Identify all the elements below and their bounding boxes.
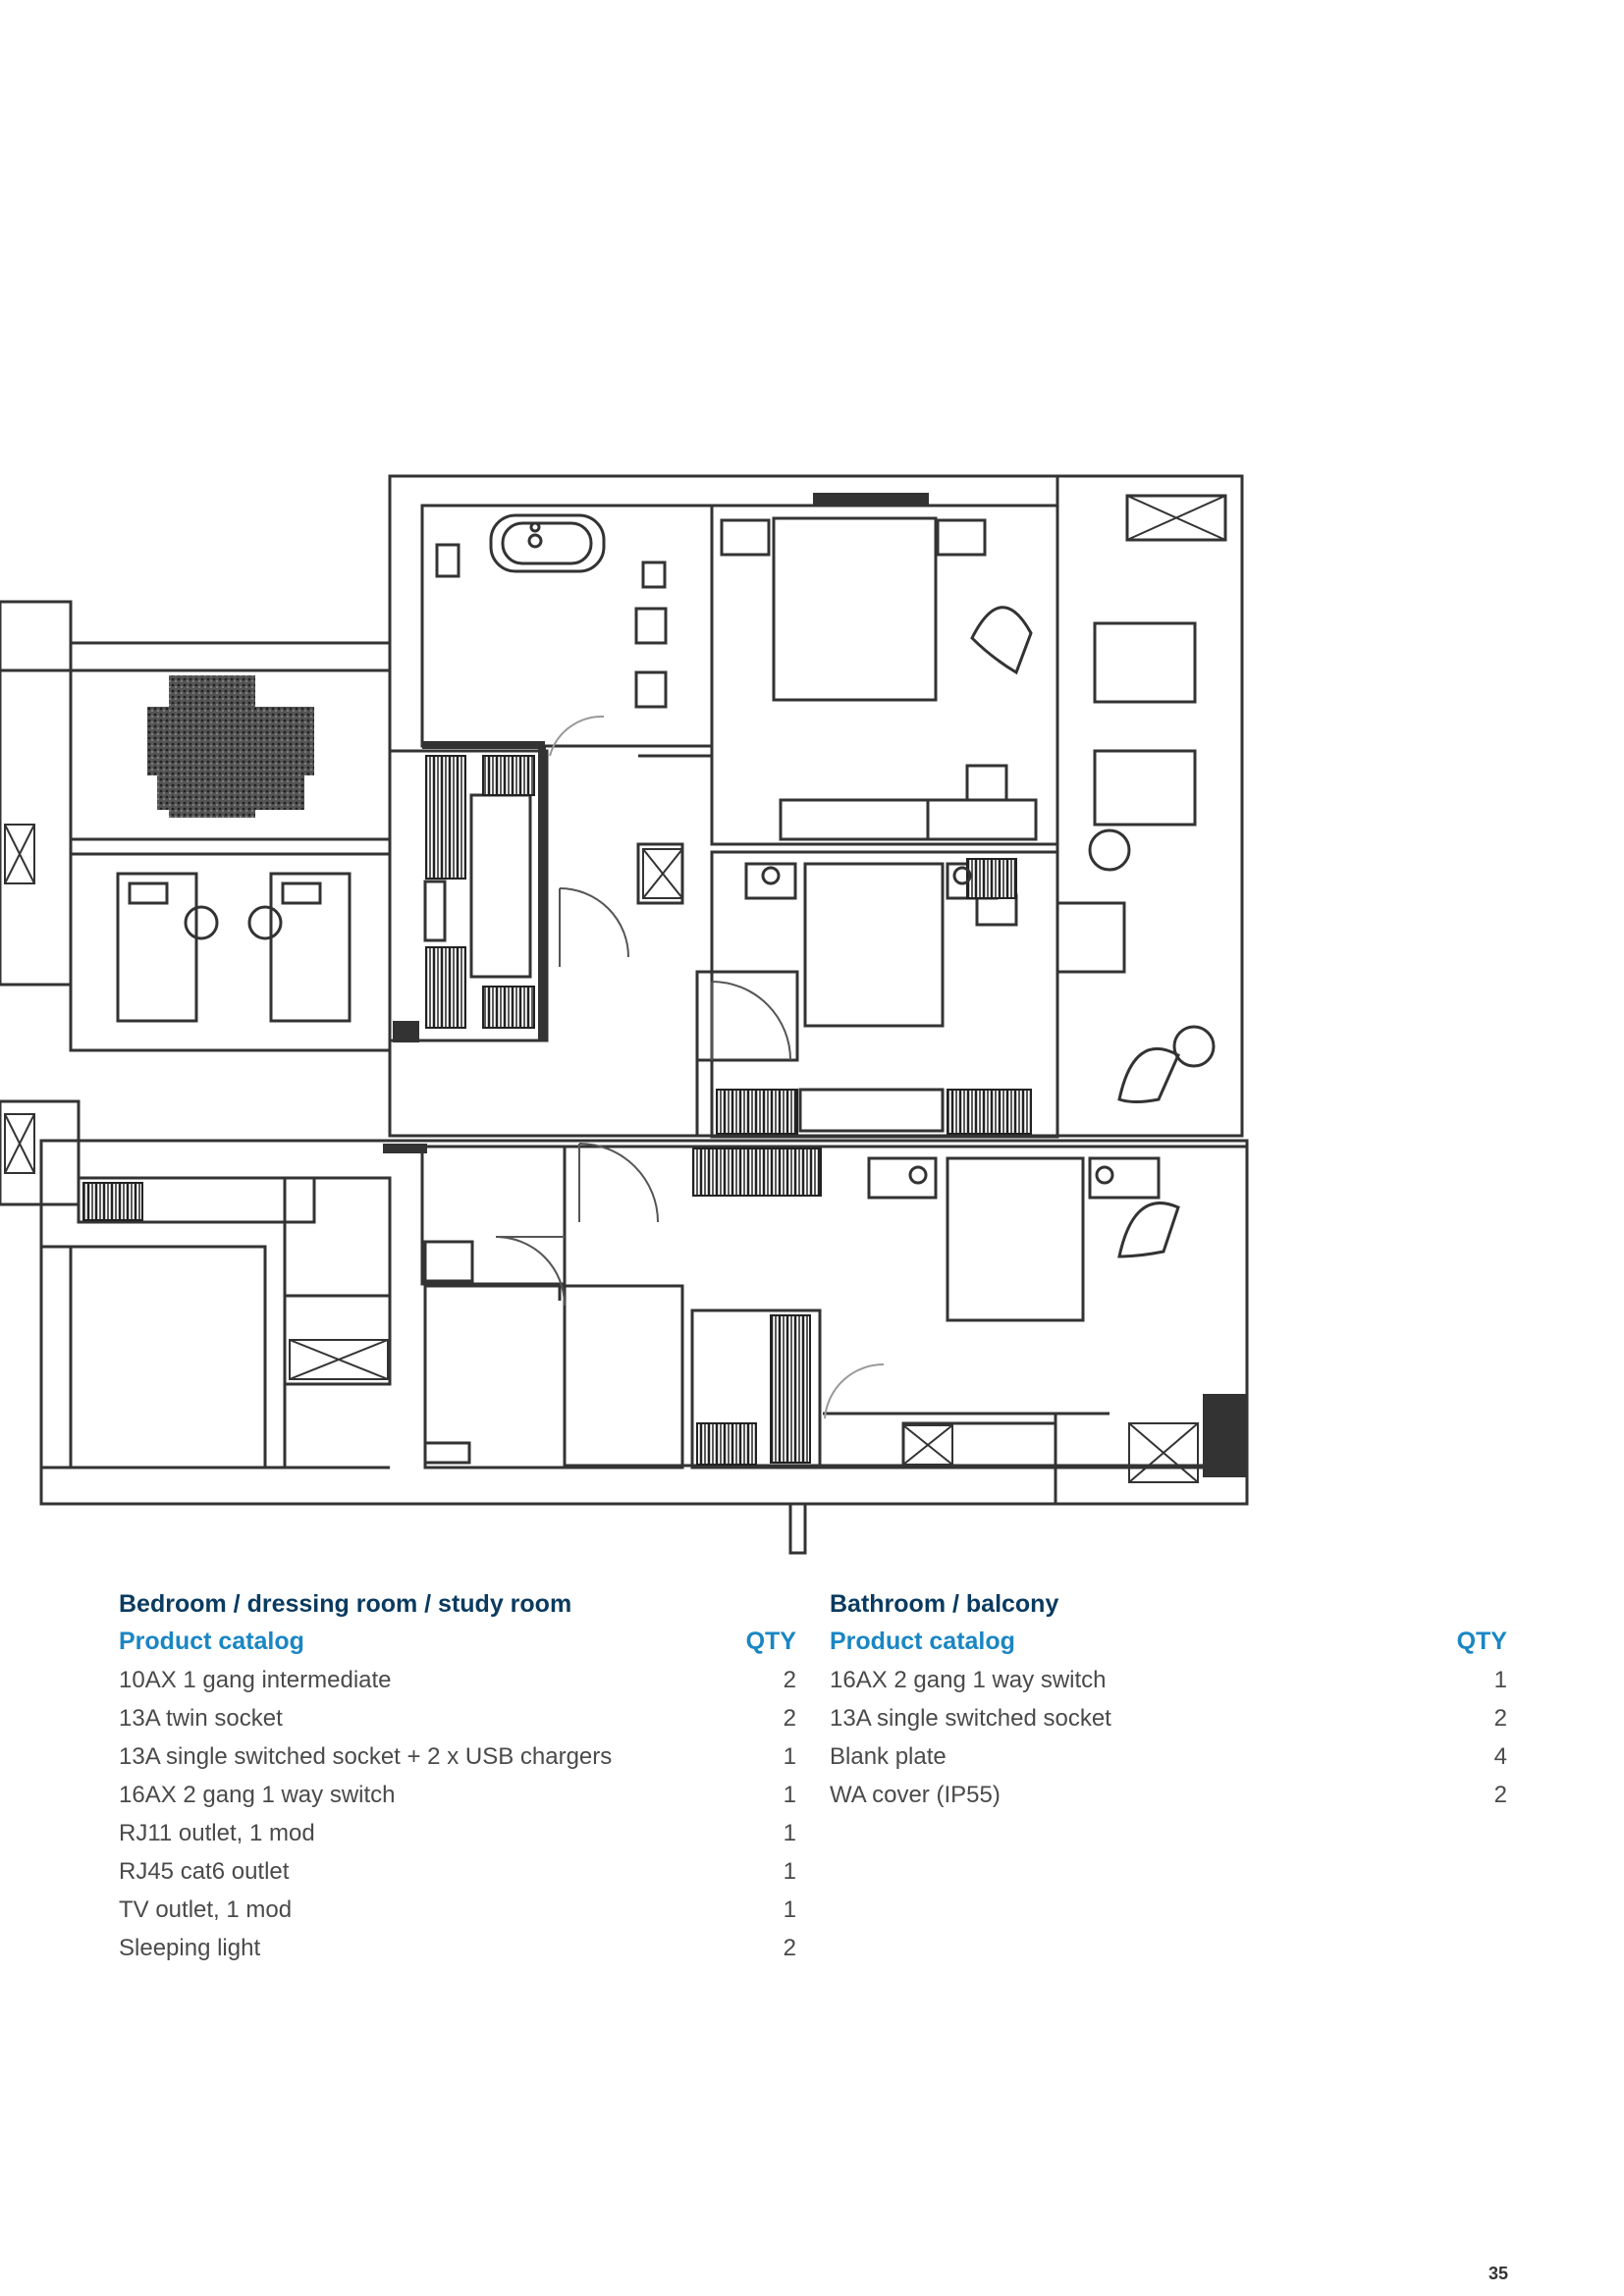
bed-three	[946, 1156, 1085, 1322]
table-row: Blank plate 4	[830, 1737, 1507, 1776]
table-row: RJ45 cat6 outlet 1	[119, 1852, 796, 1891]
table-row: 13A single switched socket + 2 x USB cha…	[119, 1737, 796, 1776]
header-product-catalog: Product catalog	[119, 1628, 304, 1655]
walk-in-wardrobe	[388, 749, 549, 1042]
product-name: RJ11 outlet, 1 mod	[119, 1819, 315, 1846]
table-row: 13A single switched socket 2	[830, 1699, 1507, 1737]
product-name: RJ45 cat6 outlet	[119, 1857, 290, 1885]
header-qty: QTY	[745, 1628, 796, 1655]
product-name: 10AX 1 gang intermediate	[119, 1666, 392, 1693]
product-qty: 2	[783, 1666, 796, 1693]
product-name: 13A single switched socket	[830, 1704, 1111, 1732]
left-room-top	[0, 600, 73, 672]
bathroom-bottom	[420, 1145, 567, 1286]
bathroom-top	[420, 504, 714, 748]
product-qty: 1	[783, 1857, 796, 1885]
header-product-catalog: Product catalog	[830, 1628, 1015, 1655]
product-name: Blank plate	[830, 1742, 947, 1770]
product-table-bathroom: Product catalog QTY 16AX 2 gang 1 way sw…	[830, 1623, 1507, 1814]
section-title-bedroom: Bedroom / dressing room / study room	[119, 1590, 572, 1618]
product-name: Sleeping light	[119, 1934, 261, 1961]
table-row: TV outlet, 1 mod 1	[119, 1891, 796, 1929]
product-qty: 4	[1493, 1742, 1507, 1770]
table-row: 10AX 1 gang intermediate 2	[119, 1661, 796, 1699]
outer-wall-top-block	[388, 474, 1244, 1138]
product-name: 16AX 2 gang 1 way switch	[119, 1781, 396, 1808]
product-table-bedroom: Product catalog QTY 10AX 1 gang intermed…	[119, 1623, 796, 1967]
product-qty: 1	[783, 1742, 796, 1770]
product-qty: 2	[783, 1704, 796, 1732]
balcony	[1056, 474, 1244, 1138]
product-name: 16AX 2 gang 1 way switch	[830, 1666, 1107, 1693]
product-qty: 2	[1493, 1781, 1507, 1808]
header-qty: QTY	[1456, 1628, 1507, 1655]
product-qty: 1	[783, 1819, 796, 1846]
product-name: 13A twin socket	[119, 1704, 283, 1732]
table-row: 13A twin socket 2	[119, 1699, 796, 1737]
bedroom-three	[563, 1145, 1249, 1468]
product-name: WA cover (IP55)	[830, 1781, 1001, 1808]
product-qty: 1	[783, 1896, 796, 1923]
table-row: WA cover (IP55) 2	[830, 1776, 1507, 1814]
product-name: 13A single switched socket + 2 x USB cha…	[119, 1742, 613, 1770]
floor-plan-drawing	[0, 474, 1249, 1555]
table-header: Product catalog QTY	[119, 1623, 796, 1661]
table-row: 16AX 2 gang 1 way switch 1	[119, 1776, 796, 1814]
bed-two	[803, 862, 945, 1028]
outer-wall-bottom-block	[39, 1139, 1249, 1506]
table-header: Product catalog QTY	[830, 1623, 1507, 1661]
table-row: 16AX 2 gang 1 way switch 1	[830, 1661, 1507, 1699]
page-number: 35	[1488, 2264, 1508, 2283]
product-name: TV outlet, 1 mod	[119, 1896, 293, 1923]
product-qty: 2	[783, 1934, 796, 1961]
section-title-bathroom: Bathroom / balcony	[830, 1590, 1059, 1618]
product-qty: 1	[1493, 1666, 1507, 1693]
table-row: RJ11 outlet, 1 mod 1	[119, 1814, 796, 1852]
table-row: Sleeping light 2	[119, 1929, 796, 1967]
master-bed	[772, 516, 938, 702]
product-qty: 1	[783, 1781, 796, 1808]
product-qty: 2	[1493, 1704, 1507, 1732]
